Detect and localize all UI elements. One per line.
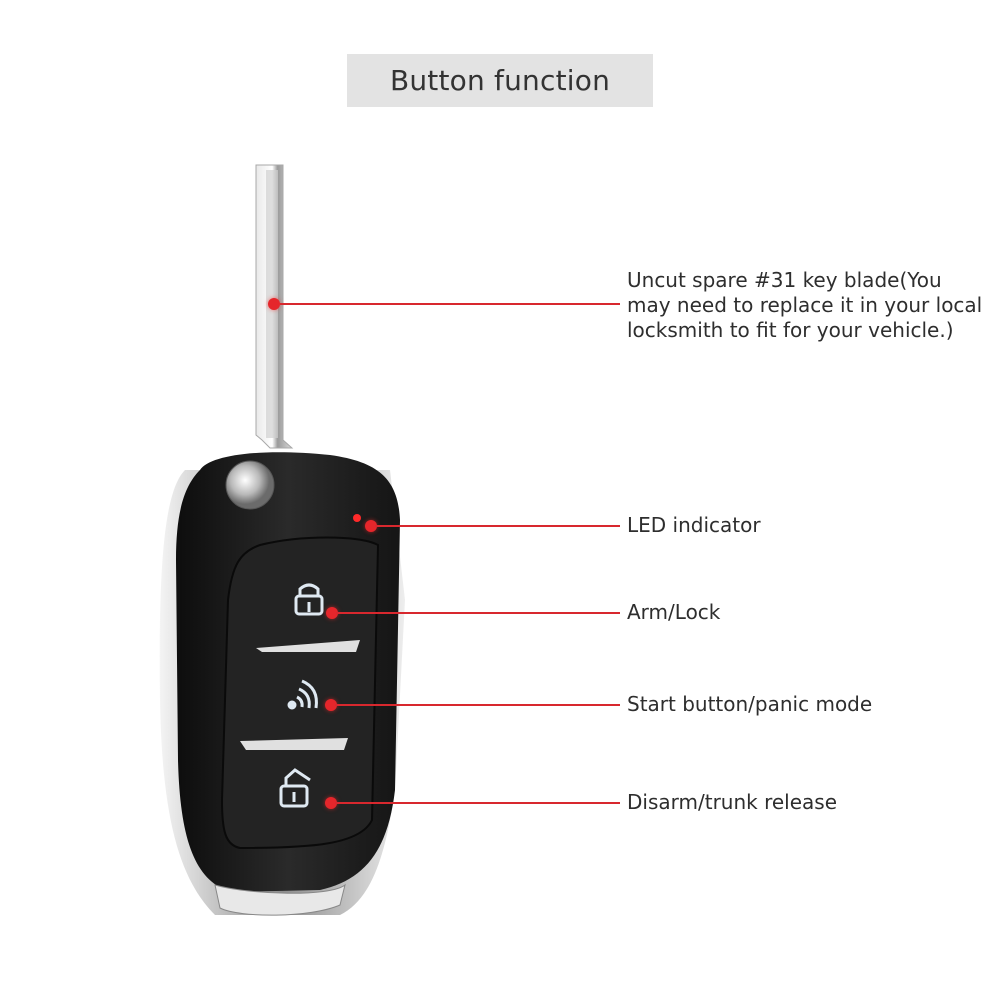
led-line [375,525,620,527]
key-blade-label-line1: Uncut spare #31 key blade(You [627,268,942,292]
led-marker [365,520,377,532]
key-blade-label-line3: locksmith to fit for your vehicle.) [627,318,954,342]
key-blade-marker [268,298,280,310]
unlock-icon [279,768,311,808]
unlock-marker [325,797,337,809]
key-blade-line [280,303,620,305]
lock-marker [326,607,338,619]
unlock-label: Disarm/trunk release [627,790,838,814]
signal-icon [287,679,318,710]
start-marker [325,699,337,711]
key-blade-label: Uncut spare #31 key blade(You may need t… [627,268,982,343]
key-blade-label-line2: may need to replace it in your local [627,293,983,317]
start-label: Start button/panic mode [627,692,873,716]
page-title: Button function [347,54,653,107]
lock-label: Arm/Lock [627,600,721,624]
start-line [335,704,620,706]
lock-icon [294,583,324,616]
unlock-line [335,802,620,804]
lock-line [336,612,620,614]
led-label: LED indicator [627,513,761,537]
